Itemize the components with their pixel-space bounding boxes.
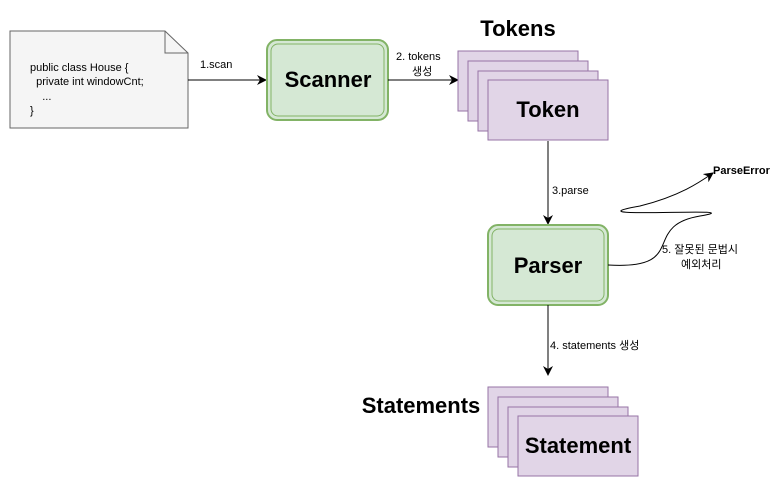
edge-scan: 1.scan	[188, 59, 267, 85]
edge-parse-label: 3.parse	[552, 185, 589, 197]
statements-title: Statements	[362, 393, 481, 418]
parser-label: Parser	[514, 253, 583, 278]
edge-error-label-1: 5. 잘못된 문법시	[662, 243, 738, 256]
code-line-3: ...	[30, 91, 51, 103]
statement-stack: Statement	[487, 386, 639, 477]
parser-node: Parser	[487, 224, 609, 306]
edge-scan-label: 1.scan	[200, 59, 232, 71]
statement-label: Statement	[525, 433, 632, 458]
token-card-front	[487, 79, 609, 141]
scanner-node: Scanner	[266, 39, 389, 121]
code-line-4: }	[30, 105, 34, 117]
edge-parse-error: 5. 잘못된 문법시 예외처리	[607, 172, 738, 271]
parse-error-label: ParseError	[713, 165, 771, 177]
code-line-1: public class House {	[30, 62, 129, 74]
token-label: Token	[516, 97, 579, 122]
statement-card-front	[517, 415, 639, 477]
edge-tokens-gen-label-2: 생성	[412, 65, 432, 78]
tokens-title: Tokens	[480, 16, 555, 41]
edge-parse: 3.parse	[543, 141, 589, 225]
scanner-label: Scanner	[285, 67, 372, 92]
edge-statements-gen: 4. statements 생성	[543, 305, 639, 376]
edge-tokens-gen-label-1: 2. tokens	[396, 51, 441, 63]
edge-error-label-2: 예외처리	[681, 258, 721, 271]
edge-statements-gen-label: 4. statements 생성	[550, 339, 639, 352]
edge-tokens-gen: 2. tokens 생성	[388, 51, 459, 85]
token-stack: Token	[457, 50, 609, 141]
source-code-note: public class House { private int windowC…	[9, 30, 189, 129]
code-line-2: private int windowCnt;	[30, 76, 144, 88]
